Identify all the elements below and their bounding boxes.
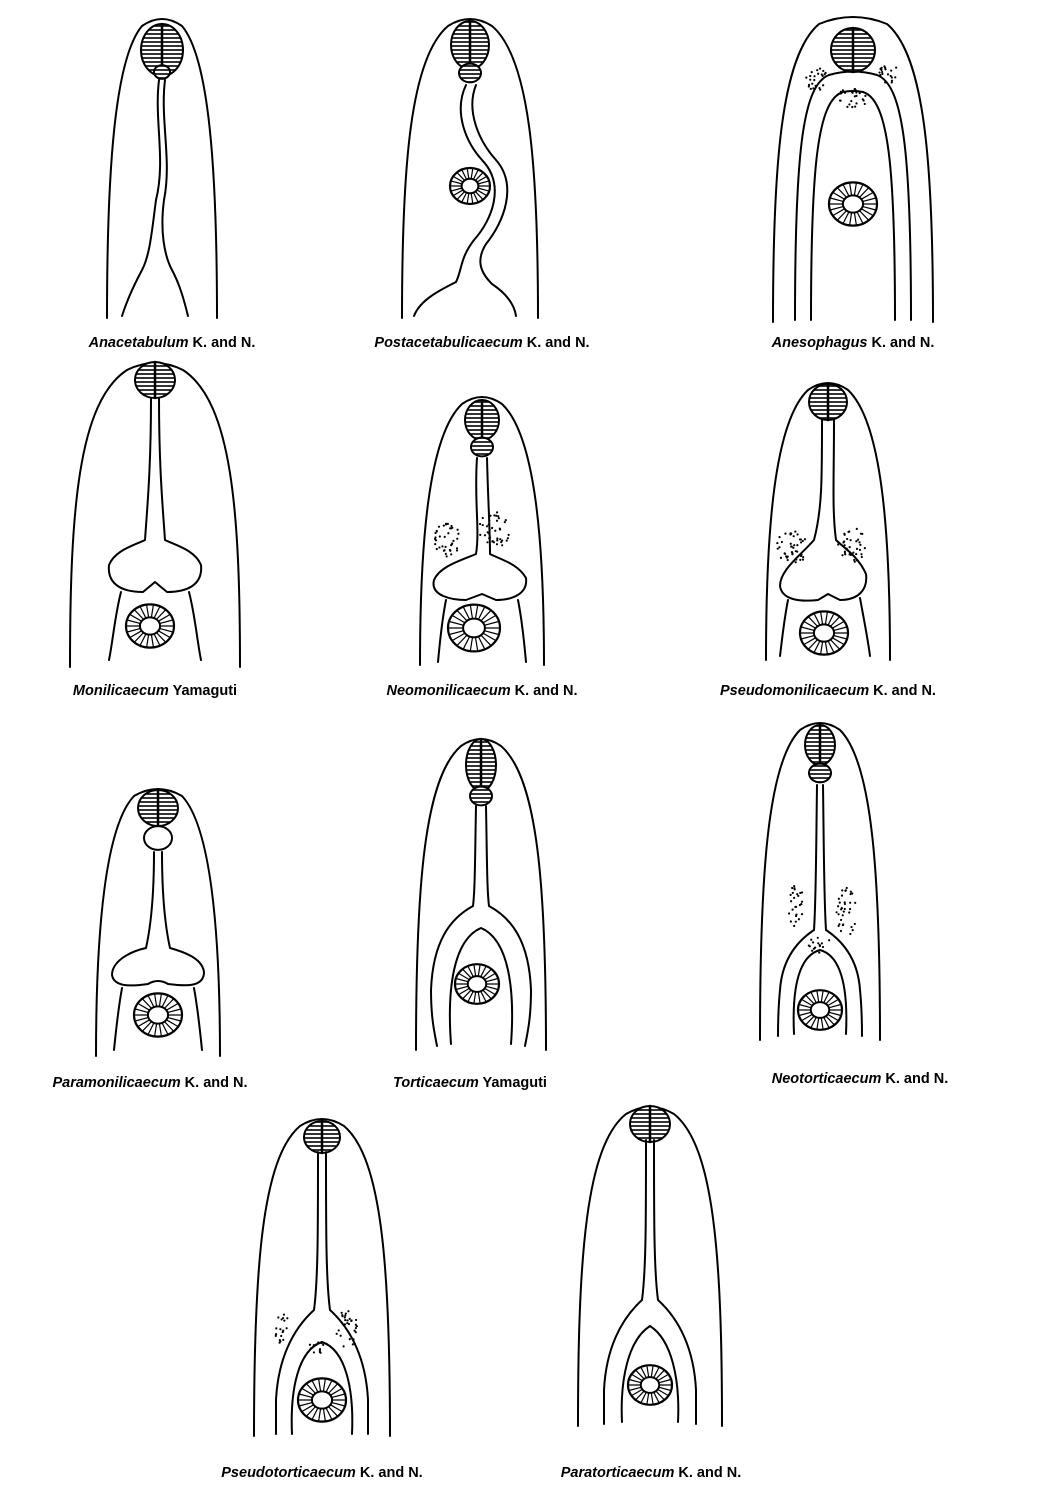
authority: K. and N.	[873, 683, 936, 699]
genus-name: Torticaecum	[393, 1075, 479, 1091]
caption-postacetabulicaecum: Postacetabulicaecum K. and N.	[374, 335, 589, 351]
genus-name: Monilicaecum	[73, 683, 169, 699]
gland-cells	[878, 65, 897, 83]
pharynx	[144, 826, 172, 850]
gland-cells	[776, 531, 806, 564]
intestine	[109, 398, 201, 592]
figure-anesophagus	[773, 17, 933, 322]
caption-torticaecum: Torticaecum Yamaguti	[393, 1075, 547, 1091]
genus-name: Anacetabulum	[88, 335, 189, 351]
authority: K. and N.	[360, 1465, 423, 1481]
figure-pseudotorticaecum	[254, 1119, 390, 1436]
figure-monilicaecum	[70, 362, 240, 667]
authority: Yamaguti	[173, 683, 237, 699]
gland-cells	[788, 885, 803, 927]
figure-postacetabulicaecum	[402, 19, 538, 318]
acetabulum	[798, 990, 842, 1030]
intestine	[112, 852, 204, 985]
gland-cells	[434, 523, 460, 558]
intestine	[780, 420, 866, 601]
gland-cells	[835, 887, 856, 935]
acetabulum	[126, 604, 174, 647]
caption-neotorticaecum: Neotorticaecum K. and N.	[772, 1071, 948, 1087]
authority: K. and N.	[527, 335, 590, 351]
acetabulum	[134, 993, 182, 1036]
intestine	[486, 806, 531, 1046]
figure-neotorticaecum	[760, 723, 880, 1040]
figure-neomonilicaecum	[420, 397, 544, 665]
gland-cells	[275, 1314, 289, 1344]
intestine	[122, 80, 160, 316]
intestine	[114, 988, 122, 1050]
genus-name: Neomonilicaecum	[387, 683, 511, 699]
figure-anacetabulum	[107, 19, 217, 318]
pharynx	[809, 764, 831, 783]
intestine	[438, 600, 446, 662]
genus-name: Paratorticaecum	[561, 1465, 675, 1481]
intestine	[194, 988, 202, 1050]
gland-cells	[479, 511, 510, 546]
pharynx	[470, 787, 492, 806]
figure-pseudomonilicaecum	[766, 383, 890, 660]
pharynx	[459, 64, 481, 83]
caption-monilicaecum: Monilicaecum Yamaguti	[73, 683, 237, 699]
intestine	[518, 600, 526, 662]
genus-name: Pseudomonilicaecum	[720, 683, 869, 699]
acetabulum	[829, 182, 877, 225]
caption-neomonilicaecum: Neomonilicaecum K. and N.	[387, 683, 578, 699]
genus-name: Pseudotorticaecum	[221, 1465, 356, 1481]
authority: K. and N.	[885, 1071, 948, 1087]
genus-name: Anesophagus	[771, 335, 868, 351]
acetabulum	[298, 1378, 346, 1421]
intestine	[109, 592, 121, 660]
authority: Yamaguti	[483, 1075, 547, 1091]
caption-pseudomonilicaecum: Pseudomonilicaecum K. and N.	[720, 683, 936, 699]
intestine	[189, 592, 201, 660]
figure-paratorticaecum	[578, 1106, 722, 1426]
authority: K. and N.	[678, 1465, 741, 1481]
caption-anacetabulum: Anacetabulum K. and N.	[88, 335, 256, 351]
caption-anesophagus: Anesophagus K. and N.	[771, 335, 935, 351]
acetabulum	[628, 1365, 672, 1405]
pharynx	[154, 65, 170, 79]
authority: K. and N.	[515, 683, 578, 699]
authority: K. and N.	[185, 1075, 248, 1091]
gland-cells	[808, 937, 831, 954]
intestine	[780, 600, 788, 656]
caption-paramonilicaecum: Paramonilicaecum K. and N.	[52, 1075, 247, 1091]
authority: K. and N.	[872, 335, 935, 351]
intestine	[431, 806, 476, 1046]
acetabulum	[450, 168, 490, 204]
figure-torticaecum	[416, 739, 546, 1050]
caption-paratorticaecum: Paratorticaecum K. and N.	[561, 1465, 742, 1481]
caption-pseudotorticaecum: Pseudotorticaecum K. and N.	[221, 1465, 422, 1481]
intestine	[860, 598, 870, 656]
acetabulum	[800, 611, 848, 654]
pharynx	[471, 438, 493, 457]
genus-name: Postacetabulicaecum	[374, 335, 522, 351]
genus-name: Paramonilicaecum	[52, 1075, 180, 1091]
genus-name: Neotorticaecum	[772, 1071, 882, 1087]
acetabulum	[455, 964, 499, 1004]
figure-paramonilicaecum	[96, 789, 220, 1056]
acetabulum	[448, 605, 500, 652]
intestine	[162, 80, 188, 316]
gland-cells	[309, 1341, 324, 1354]
intestine	[434, 458, 527, 600]
authority: K. and N.	[193, 335, 256, 351]
